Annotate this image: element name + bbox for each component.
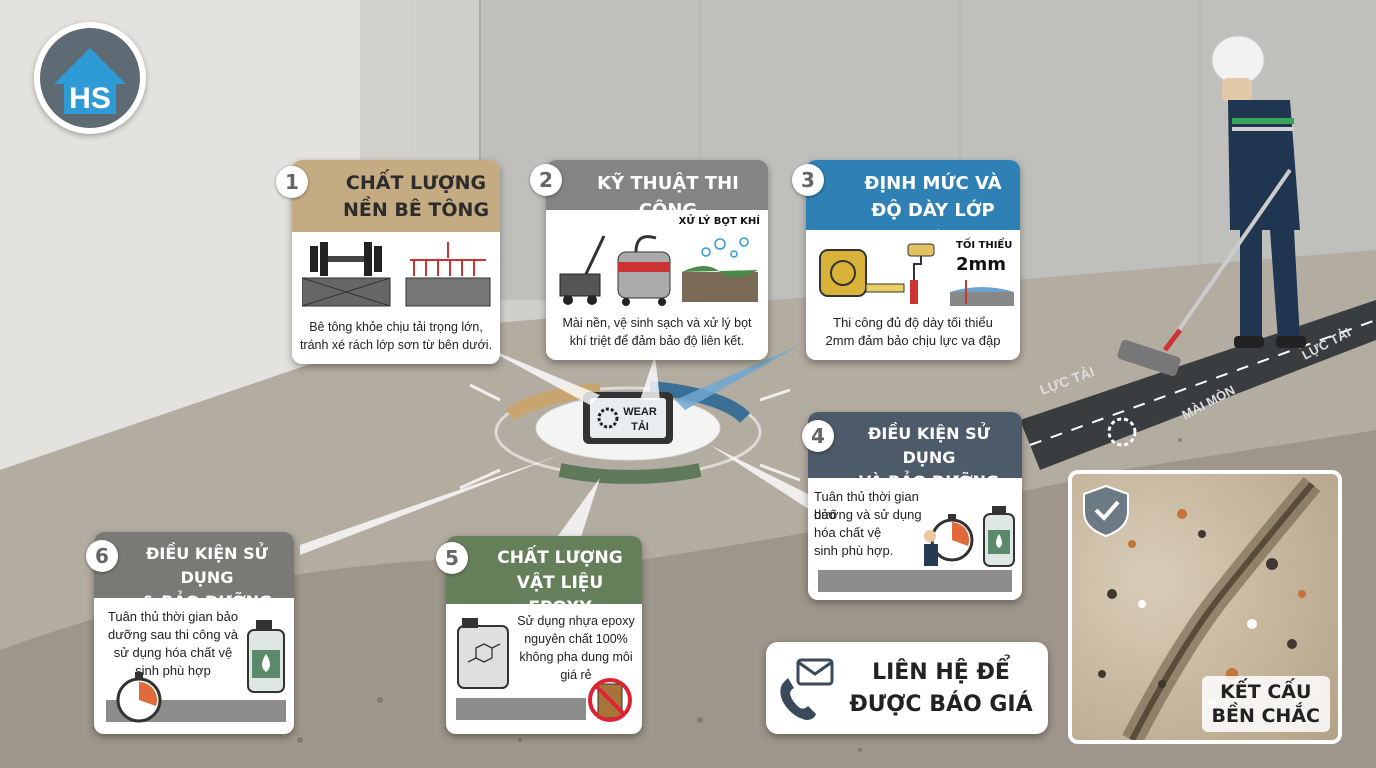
card-5-text-3: không pha dung môi bbox=[519, 650, 633, 664]
card-5-text-1: Sử dụng nhựa epoxy bbox=[517, 614, 635, 628]
contact-quote-button[interactable]: LIÊN HỆ ĐỂ ĐƯỢC BÁO GIÁ bbox=[766, 642, 1048, 734]
card-5-title-1: CHẤT LƯỢNG bbox=[497, 548, 623, 568]
shield-check-icon bbox=[1083, 484, 1129, 538]
card-1-title-2: NỀN BÊ TÔNG bbox=[342, 199, 490, 221]
no-solvent-icon bbox=[588, 678, 632, 722]
card-5-title-2: VẬT LIỆU EPOXY bbox=[516, 573, 604, 618]
card-2-title: KỸ THUẬT THI CÔNG bbox=[546, 160, 768, 221]
card-3-text-2: 2mm đảm bảo chịu lực va đập bbox=[825, 333, 1001, 348]
card-concrete-quality: CHẤT LƯỢNG NỀN BÊ TÔNG Bê tông khỏe chịu… bbox=[292, 160, 500, 364]
contact-line-2: ĐƯỢC BÁO GIÁ bbox=[849, 692, 1033, 717]
phone-icon bbox=[780, 678, 816, 720]
card-1-text-1: Bê tông khỏe chịu tải trọng lớn, bbox=[309, 320, 483, 334]
logo-text: HS bbox=[69, 82, 111, 115]
card-construction-technique: KỸ THUẬT THI CÔNG XỬ LÝ BỌT KHÍ Mài nền,… bbox=[546, 160, 768, 360]
mail-icon bbox=[796, 658, 834, 686]
card-4-title-1: ĐIỀU KIỆN SỬ DỤNG bbox=[868, 424, 990, 467]
stopwatch-icon bbox=[930, 514, 974, 562]
card-6-text-1: Tuân thủ thời gian bảo bbox=[107, 609, 239, 624]
card-4-title-2: VÀ BẢO DƯỠNG bbox=[858, 472, 1000, 491]
card-1-number: 1 bbox=[276, 166, 308, 198]
card-1-text-2: tránh xé rách lớp sơn từ bên dưới. bbox=[299, 338, 493, 352]
house-logo-icon: HS bbox=[40, 28, 140, 128]
card-6-title-1: ĐIỀU KIỆN SỬ DỤNG bbox=[146, 544, 268, 587]
card-usage-maintenance: ĐIỀU KIỆN SỬ DỤNG VÀ BẢO DƯỠNG Tuân thủ … bbox=[808, 412, 1022, 600]
card-6-text-3: sử dụng hóa chất vệ bbox=[113, 645, 233, 660]
card-epoxy-quality: CHẤT LƯỢNG VẬT LIỆU EPOXY Sử dụng nhựa e… bbox=[446, 536, 642, 734]
worker-figure bbox=[1117, 35, 1306, 377]
card-5-text-4: giá rẻ bbox=[560, 668, 592, 682]
card-4-text-1: Tuân thủ thời gian bảo bbox=[814, 489, 919, 522]
photo-badge-2: BỀN CHẮC bbox=[1211, 705, 1320, 727]
brand-logo[interactable]: HS bbox=[34, 22, 146, 134]
card-3-tag-2: 2mm bbox=[956, 254, 1007, 275]
card-2-text-2: khí triệt để đảm bảo độ liên kết. bbox=[569, 334, 745, 348]
card-3-title-1: ĐỊNH MỨC VÀ bbox=[864, 173, 1002, 194]
card-6-number: 6 bbox=[86, 540, 118, 572]
card-usage-maintenance-2: ĐIỀU KIỆN SỬ DỤNG & BẢO DƯỠNG Tuân thủ t… bbox=[94, 532, 294, 734]
card-thickness-standard: ĐỊNH MỨC VÀ ĐỘ DÀY LỚP SƠN TỐI THIỂU 2mm… bbox=[806, 160, 1020, 360]
vacuum-icon bbox=[617, 235, 671, 306]
card-3-text-1: Thi công đủ độ dày tối thiểu bbox=[833, 315, 993, 330]
card-3-number: 3 bbox=[792, 164, 824, 196]
card-1-title-1: CHẤT LƯỢNG bbox=[345, 172, 487, 194]
card-6-text-4: sinh phù hợp bbox=[135, 663, 211, 678]
chemical-bottle-icon-2 bbox=[247, 620, 285, 693]
card-2-number: 2 bbox=[530, 164, 562, 196]
card-6-title-2: & BẢO DƯỠNG bbox=[141, 592, 273, 611]
load-arrows-icon bbox=[405, 242, 491, 307]
stopwatch-icon-2 bbox=[116, 672, 162, 723]
card-2-tag: XỬ LÝ BỌT KHÍ bbox=[678, 216, 760, 227]
card-3-title-2: ĐỘ DÀY LỚP SƠN bbox=[871, 200, 995, 248]
tablet-label-1: WEAR bbox=[623, 406, 657, 418]
dumbbell-icon bbox=[302, 242, 491, 307]
card-5-text-2: nguyên chất 100% bbox=[524, 632, 628, 646]
card-2-text-1: Mài nền, vệ sinh sạch và xử lý bọt bbox=[562, 316, 752, 330]
card-6-text-2: dưỡng sau thi công và bbox=[108, 627, 238, 642]
terrazzo-closeup-photo: KẾT CẤU BỀN CHẮC bbox=[1068, 470, 1342, 744]
tablet-label-2: TẢI bbox=[631, 420, 649, 433]
tape-measure-icon bbox=[819, 249, 905, 297]
card-5-number: 5 bbox=[436, 542, 468, 574]
contact-line-1: LIÊN HỆ ĐỂ bbox=[872, 660, 1010, 685]
grinder-icon bbox=[559, 235, 606, 305]
photo-badge-1: KẾT CẤU bbox=[1220, 681, 1312, 703]
epoxy-canister-icon bbox=[457, 618, 509, 689]
card-3-tag-1: TỐI THIỂU bbox=[956, 240, 1013, 251]
card-4-text-2: dưỡng và sử dụng bbox=[814, 507, 922, 522]
card-4-number: 4 bbox=[802, 420, 834, 452]
chemical-bottle-icon bbox=[983, 506, 1015, 567]
card-4-text-3: hóa chất vệ bbox=[814, 525, 882, 540]
card-4-text-4: sinh phù hợp. bbox=[814, 543, 894, 558]
paint-roller-icon bbox=[907, 243, 935, 304]
